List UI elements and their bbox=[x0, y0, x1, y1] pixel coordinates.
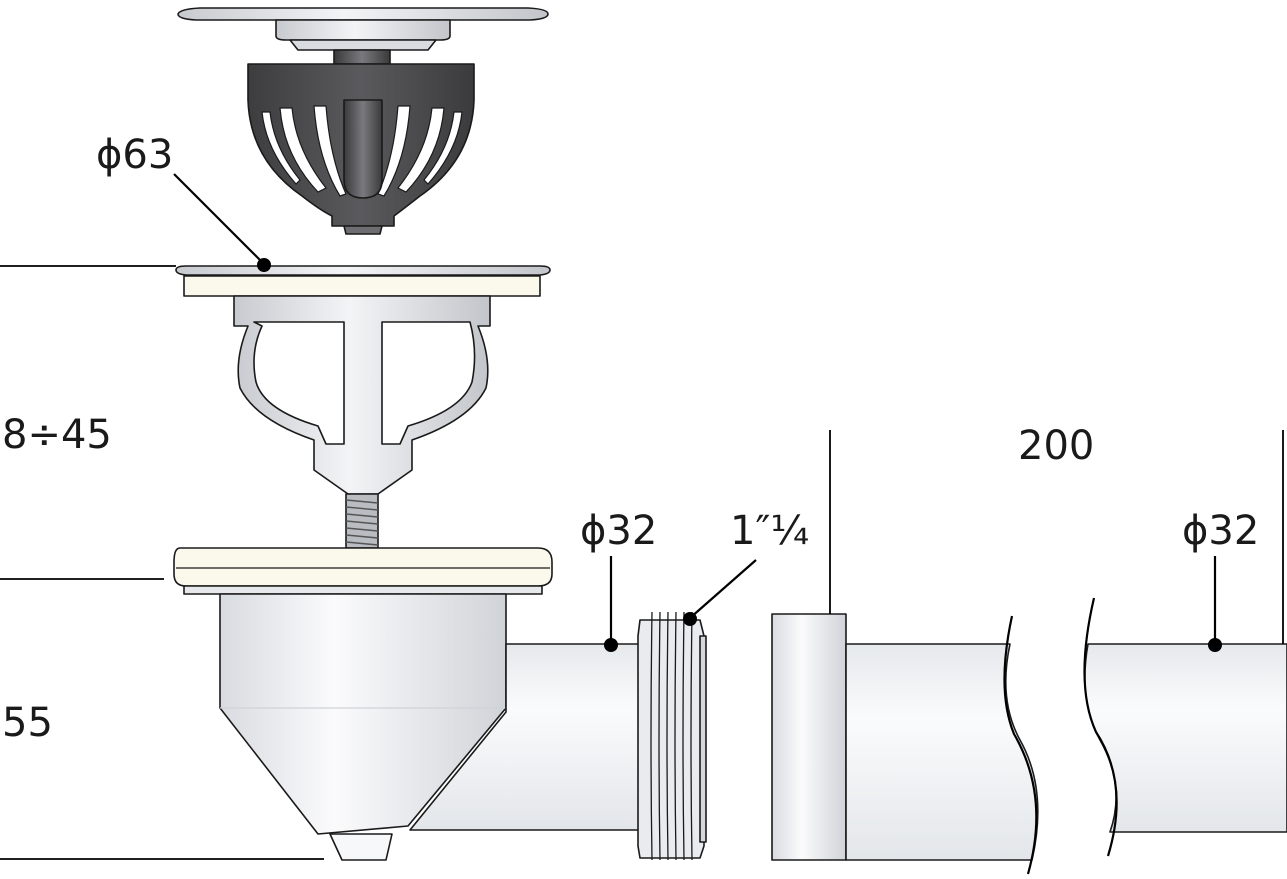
pipe-diameter-left-label: ϕ32 bbox=[580, 508, 657, 554]
pipe-length-label: 200 bbox=[1018, 423, 1094, 469]
dimension-lines bbox=[0, 265, 1284, 860]
drain-body bbox=[173, 547, 553, 861]
cross-bracket bbox=[233, 295, 491, 495]
pipe-nut bbox=[771, 613, 847, 861]
pipe-diameter-right-label: ϕ32 bbox=[1182, 508, 1259, 554]
cap-stem bbox=[333, 49, 391, 65]
body-height-label: 55 bbox=[2, 700, 53, 746]
strainer-basket bbox=[247, 63, 475, 235]
threaded-rod bbox=[345, 493, 379, 549]
thread-size-label: 1″¼ bbox=[730, 508, 809, 554]
threaded-coupling bbox=[637, 611, 707, 861]
cap-diameter-label: ϕ63 bbox=[96, 132, 173, 178]
drain-cap bbox=[177, 7, 549, 51]
extension-pipe bbox=[845, 643, 1287, 861]
leader-thread-size bbox=[683, 559, 757, 626]
leader-cap-diameter bbox=[173, 173, 271, 272]
leader-pipe-diameter-left bbox=[604, 556, 618, 652]
leader-pipe-diameter-right bbox=[1208, 556, 1222, 652]
sink-flange bbox=[175, 265, 551, 297]
height-range-label: 8÷45 bbox=[2, 412, 112, 458]
pipe-break-lines bbox=[1003, 597, 1118, 875]
